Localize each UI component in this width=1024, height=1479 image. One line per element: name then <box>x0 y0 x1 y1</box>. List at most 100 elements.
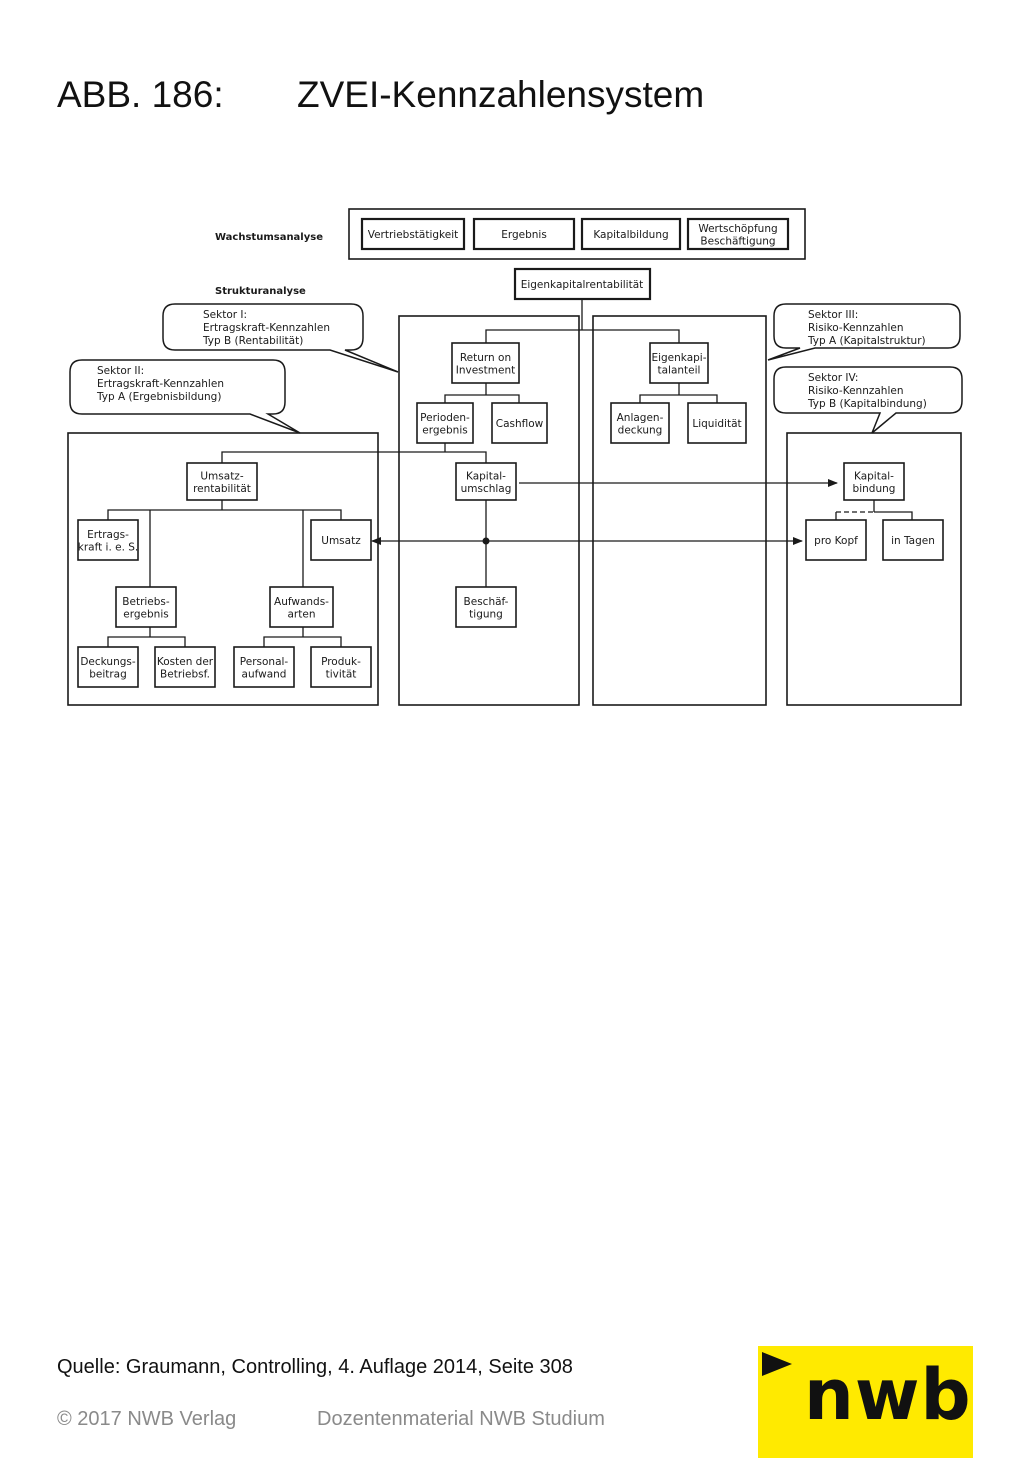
node-umsatzrentabilitaet-label-line-2: rentabilität <box>193 483 251 495</box>
logo-arrow-icon <box>762 1352 792 1376</box>
callout-sektor-3-line-1: Sektor III: <box>808 309 858 321</box>
node-kapitalumschlag-label-line-1: Kapital- <box>466 470 506 482</box>
node-produktivitaet-label-line-2: tivität <box>326 668 357 680</box>
node-personalaufwand-label-line-2: aufwand <box>242 668 287 680</box>
link-betriebsergebnis-children <box>107 636 186 647</box>
node-eigenkapitalanteil-label-line-1: Eigenkapi- <box>651 352 706 364</box>
node-eigenkapitalrentabilitaet-label: Eigenkapitalrentabilität <box>521 279 644 291</box>
link-ek-children <box>639 394 718 403</box>
wachstum-frame <box>348 208 806 260</box>
node-umsatz <box>310 519 372 561</box>
node-perioden-ergebnis-label-line-1: Perioden- <box>420 412 470 424</box>
source-note: Quelle: Graumann, Controlling, 4. Auflag… <box>57 1356 573 1378</box>
callout-sektor-2-line-1: Sektor II: <box>97 365 144 377</box>
node-beschaeftigung-label-line-2: tigung <box>469 608 503 620</box>
nwb-logo: nwb <box>758 1346 973 1458</box>
callout-sektor-3 <box>767 303 961 361</box>
node-deckungsbeitrag-label-line-2: beitrag <box>89 668 127 680</box>
callout-sektor-1-line-1: Sektor I: <box>203 309 247 321</box>
node-anlagendeckung-label-line-2: deckung <box>618 424 663 436</box>
callout-sektor-1 <box>162 303 399 373</box>
node-kapitalumschlag <box>455 462 517 501</box>
node-betriebsergebnis <box>115 586 177 628</box>
node-aufwandsarten-label-line-2: arten <box>288 608 316 620</box>
link-umsatzrent-children <box>107 509 342 520</box>
node-pro-kopf <box>805 519 867 561</box>
wachstum-item-4-label-line-2: Beschäftigung <box>700 235 775 247</box>
callout-sektor-2-line-2: Ertragskraft-Kennzahlen <box>97 378 224 390</box>
node-in-tagen-label-line-1: in Tagen <box>891 535 935 547</box>
node-umsatzrentabilitaet <box>186 462 258 501</box>
callout-sektor-3-line-3: Typ A (Kapitalstruktur) <box>807 335 926 347</box>
callout-sektor-1-line-3: Typ B (Rentabilität) <box>202 335 303 347</box>
callout-sektor-2 <box>69 359 301 434</box>
node-deckungsbeitrag <box>77 646 139 688</box>
wachstum-item-3 <box>580 217 682 251</box>
node-anlagendeckung-label-line-1: Anlagen- <box>617 412 664 424</box>
junction-dot <box>482 537 490 545</box>
node-perioden-ergebnis <box>416 402 474 444</box>
node-kosten-betriebsf <box>154 646 216 688</box>
node-deckungsbeitrag-label-line-1: Deckungs- <box>80 656 136 668</box>
link-aufwandsarten-children <box>263 636 342 647</box>
copyright: © 2017 NWB Verlag <box>57 1408 237 1430</box>
node-personalaufwand-label-line-1: Personal- <box>240 656 289 668</box>
wachstum-item-2 <box>472 217 576 251</box>
callout-sektor-4 <box>773 366 963 434</box>
node-ertragskraft-label-line-2: kraft i. e. S. <box>78 541 139 553</box>
node-eigenkapitalanteil <box>649 342 709 384</box>
node-perioden-ergebnis-label-line-2: ergebnis <box>422 424 467 436</box>
node-liquiditaet-label-line-1: Liquidität <box>692 418 741 430</box>
node-cashflow <box>491 402 548 444</box>
node-personalaufwand <box>233 646 295 688</box>
callout-sektor-4-line-3: Typ B (Kapitalbindung) <box>807 398 927 410</box>
node-umsatzrentabilitaet-label-line-1: Umsatz- <box>200 470 243 482</box>
logo-text: nwb <box>804 1354 972 1436</box>
node-eigenkapitalanteil-label-line-2: talanteil <box>658 364 701 376</box>
node-umsatz-label-line-1: Umsatz <box>321 535 361 547</box>
node-liquiditaet <box>687 402 747 444</box>
node-eigenkapitalrentabilitaet <box>513 267 652 301</box>
node-anlagendeckung <box>610 402 670 444</box>
node-betriebsergebnis-label-line-2: ergebnis <box>123 608 168 620</box>
callout-sektor-3-line-2: Risiko-Kennzahlen <box>808 322 903 334</box>
node-return-on-investment-label-line-1: Return on <box>460 352 511 364</box>
struktur-label: Strukturanalyse <box>215 286 306 297</box>
node-kapitalumschlag-label-line-2: umschlag <box>461 483 512 495</box>
node-kosten-betriebsf-label-line-1: Kosten der <box>157 656 214 668</box>
panel-sektor-1 <box>398 315 580 706</box>
wachstum-item-1-label: Vertriebstätigkeit <box>368 229 459 241</box>
node-in-tagen <box>882 519 944 561</box>
node-kosten-betriebsf-label-line-2: Betriebsf. <box>160 668 210 680</box>
page-title: ZVEI-Kennzahlensystem <box>297 74 705 115</box>
link-roi-children <box>444 394 520 403</box>
node-return-on-investment <box>451 342 520 384</box>
wachstum-item-1 <box>360 217 466 251</box>
figure-number: ABB. 186: <box>57 74 224 115</box>
node-ertragskraft <box>77 519 139 561</box>
panel-sektor-3 <box>592 315 767 706</box>
wachstum-item-4 <box>686 217 790 251</box>
node-betriebsergebnis-label-line-1: Betriebs- <box>122 596 170 608</box>
wachstum-item-4-label-line-1: Wertschöpfung <box>698 223 777 235</box>
node-kapitalbindung-label-line-1: Kapital- <box>854 470 894 482</box>
panel-sektor-2 <box>67 432 379 706</box>
node-ertragskraft-label-line-1: Ertrags- <box>87 529 129 541</box>
callout-sektor-2-line-3: Typ A (Ergebnisbildung) <box>96 391 221 403</box>
callout-sektor-4-line-1: Sektor IV: <box>808 372 858 384</box>
node-kapitalbindung-label-line-2: bindung <box>853 483 896 495</box>
node-produktivitaet-label-line-1: Produk- <box>321 656 361 668</box>
node-aufwandsarten <box>269 586 334 628</box>
node-kapitalbindung <box>843 462 905 501</box>
node-beschaeftigung <box>455 586 517 628</box>
node-aufwandsarten-label-line-1: Aufwands- <box>274 596 329 608</box>
series-label: Dozentenmaterial NWB Studium <box>317 1408 605 1430</box>
wachstum-item-3-label: Kapitalbildung <box>593 229 668 241</box>
node-produktivitaet <box>310 646 372 688</box>
node-pro-kopf-label-line-1: pro Kopf <box>814 535 858 547</box>
callout-sektor-4-line-2: Risiko-Kennzahlen <box>808 385 903 397</box>
link-kapbindung-intagen <box>874 511 913 520</box>
node-cashflow-label-line-1: Cashflow <box>496 418 544 430</box>
node-return-on-investment-label-line-2: Investment <box>456 364 515 376</box>
